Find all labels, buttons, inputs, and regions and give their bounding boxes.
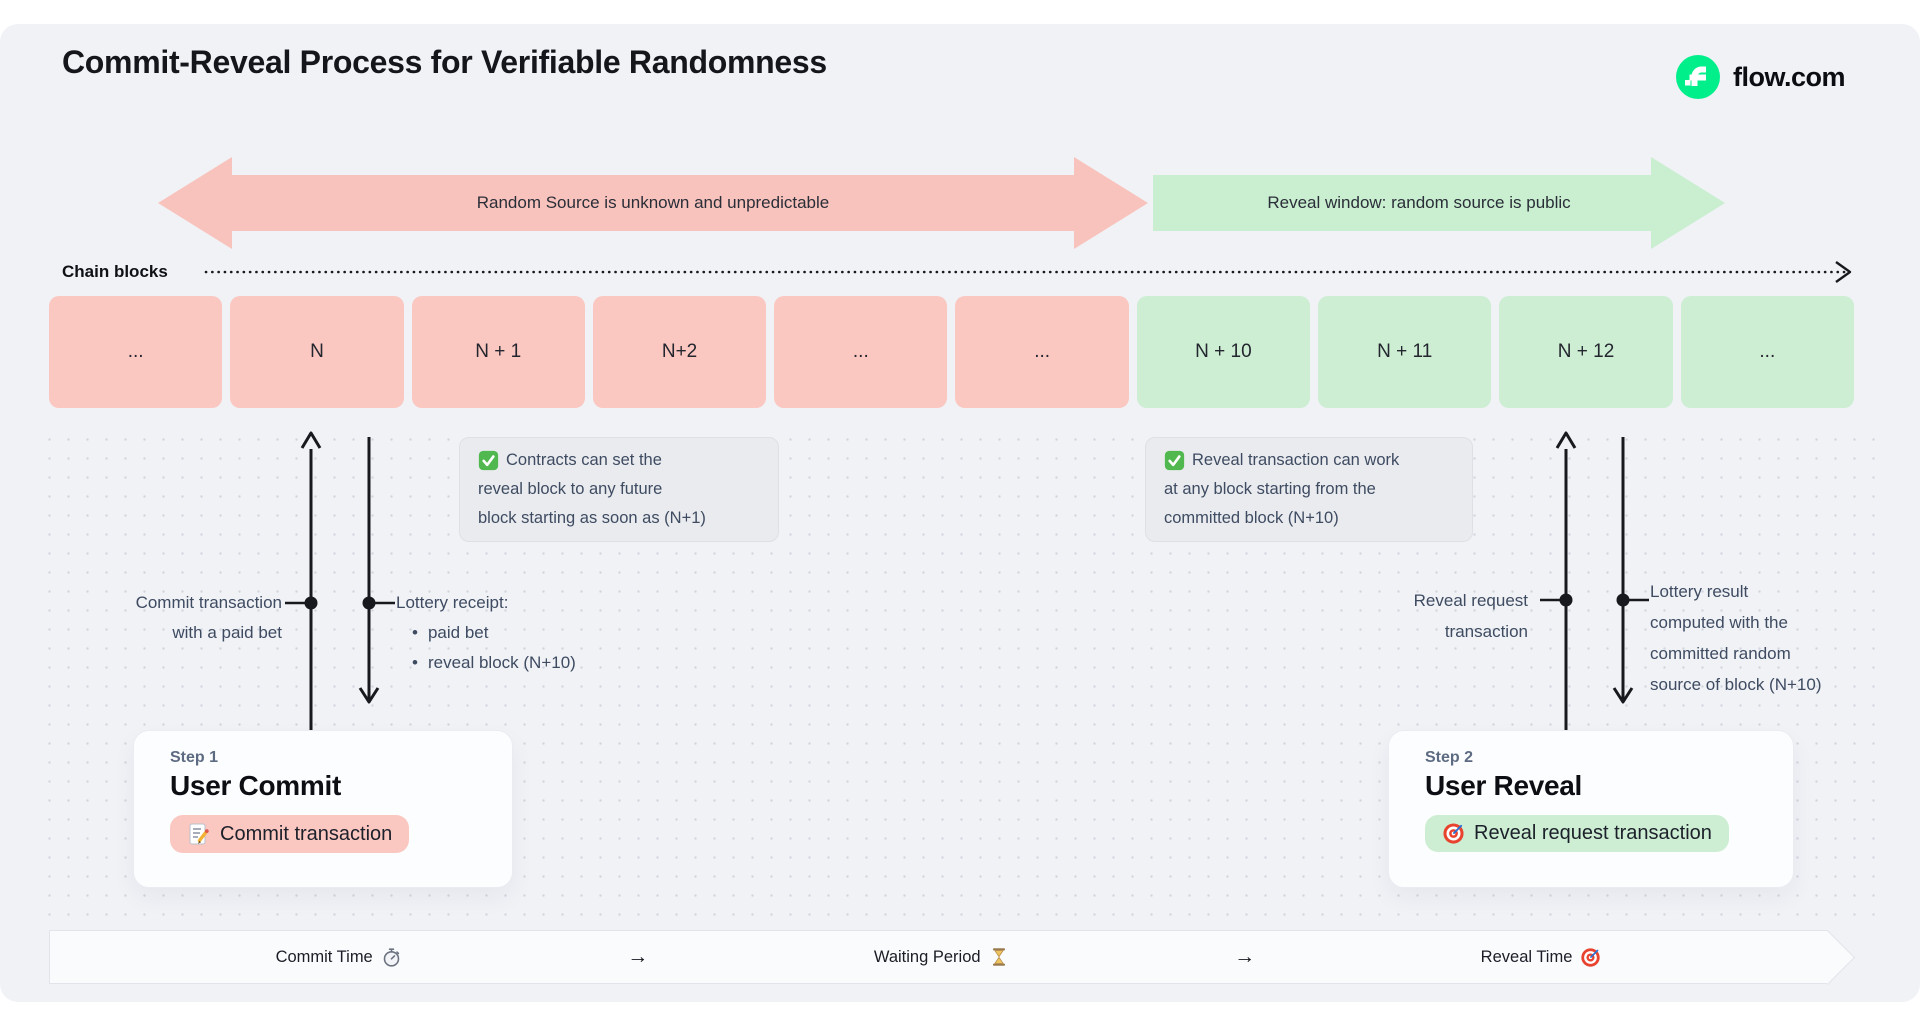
target-icon bbox=[1581, 947, 1601, 967]
timeline-bar: Commit Time → Waiting Period → Reveal Ti… bbox=[49, 930, 1827, 984]
reveal-note-line: committed block (N+10) bbox=[1164, 509, 1339, 527]
reveal-request-pill: Reveal request transaction bbox=[1425, 815, 1729, 852]
random-unknown-label: Random Source is unknown and unpredictab… bbox=[476, 193, 830, 212]
page-title: Commit-Reveal Process for Verifiable Ran… bbox=[62, 44, 827, 80]
flow-logo-icon bbox=[1676, 55, 1720, 99]
step1-card: Step 1 User Commit Commit transaction bbox=[133, 730, 513, 888]
chain-block: N + 11 bbox=[1318, 296, 1492, 408]
stopwatch-icon bbox=[383, 947, 400, 967]
timeline-arrow: → bbox=[627, 945, 649, 968]
chain-block: N + 10 bbox=[1136, 296, 1311, 408]
reveal-note-line: at any block starting from the bbox=[1164, 480, 1376, 498]
lottery-receipt-label: Lottery receipt: •paid bet •reveal block… bbox=[396, 588, 576, 678]
hourglass-icon bbox=[992, 948, 1005, 966]
check-icon bbox=[1164, 450, 1185, 471]
commit-note-line: block starting as soon as (N+1) bbox=[478, 509, 706, 527]
chain-block: ... bbox=[1680, 296, 1854, 408]
timeline-waiting-period: Waiting Period bbox=[874, 947, 1009, 967]
memo-icon bbox=[189, 823, 209, 845]
commit-transaction-pill: Commit transaction bbox=[170, 815, 410, 853]
chain-block: N+2 bbox=[592, 296, 767, 408]
chain-blocks-label: Chain blocks bbox=[62, 262, 168, 281]
timeline-reveal-time: Reveal Time bbox=[1481, 947, 1602, 968]
chain-blocks-row: ... N N + 1 N+2 ... ... N + 10 N + 11 N … bbox=[49, 296, 1854, 408]
commit-transaction-label: Commit transaction with a paid bet bbox=[135, 593, 282, 642]
reveal-note-line: Reveal transaction can work bbox=[1192, 451, 1400, 469]
timeline-arrow: → bbox=[1234, 945, 1256, 968]
step1-title: User Commit bbox=[170, 770, 341, 801]
step2-title: User Reveal bbox=[1425, 770, 1583, 801]
chain-block: ... bbox=[49, 296, 223, 408]
chain-block: N bbox=[230, 296, 404, 408]
target-icon bbox=[1443, 823, 1464, 844]
receipt-item: •reveal block (N+10) bbox=[412, 653, 576, 672]
reveal-window-label: Reveal window: random source is public bbox=[1267, 193, 1571, 212]
chain-block: N + 1 bbox=[411, 296, 585, 408]
timeline-commit-time: Commit Time bbox=[276, 947, 402, 968]
commit-note: Contracts can set the reveal block to an… bbox=[459, 437, 779, 542]
lottery-receipt-title: Lottery receipt: bbox=[396, 593, 509, 612]
lottery-result-label: Lottery result computed with the committ… bbox=[1650, 582, 1822, 694]
flow-logo[interactable]: flow.com bbox=[1676, 55, 1846, 99]
step1-eyebrow: Step 1 bbox=[170, 749, 219, 766]
step2-eyebrow: Step 2 bbox=[1425, 749, 1474, 766]
step2-card: Step 2 User Reveal Reveal request transa… bbox=[1388, 730, 1794, 888]
chain-block: ... bbox=[955, 296, 1129, 408]
chain-block: ... bbox=[774, 296, 948, 408]
check-icon bbox=[478, 450, 499, 471]
reveal-note: Reveal transaction can work at any block… bbox=[1145, 437, 1473, 542]
reveal-request-label: Reveal request transaction bbox=[1413, 591, 1528, 641]
brand-name: flow.com bbox=[1733, 61, 1846, 92]
commit-note-line: Contracts can set the bbox=[506, 451, 662, 469]
receipt-item: •paid bet bbox=[412, 623, 489, 642]
chain-block: N + 12 bbox=[1499, 296, 1673, 408]
commit-note-line: reveal block to any future bbox=[478, 480, 663, 498]
